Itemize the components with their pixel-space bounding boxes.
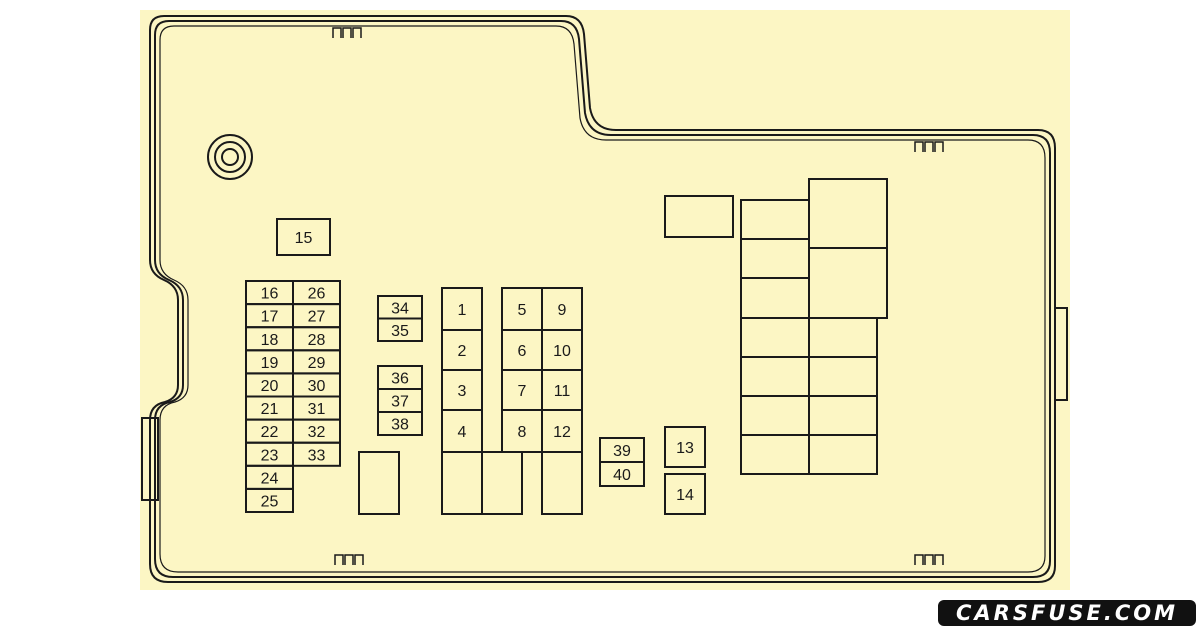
fuse-label: 28 <box>308 332 326 349</box>
fuse-label: 33 <box>308 447 326 464</box>
fuse-label: 4 <box>458 424 467 441</box>
fuse-label: 3 <box>458 383 467 400</box>
fuse-label: 37 <box>391 394 409 411</box>
housing-outline <box>149 15 1056 583</box>
relay-slot <box>664 195 734 238</box>
fuse-label: 12 <box>553 424 571 441</box>
fuse-label: 29 <box>308 355 326 372</box>
latch-clip <box>914 141 944 152</box>
fuse-label: 38 <box>391 417 409 434</box>
fuse-label: 2 <box>458 343 467 360</box>
fuse-label: 15 <box>295 230 313 247</box>
side-latch-left <box>141 417 159 501</box>
fuse-label: 30 <box>308 378 326 395</box>
fuse-label: 23 <box>261 447 279 464</box>
fuse-label: 24 <box>261 470 279 487</box>
mounting-bolt-icon <box>207 134 253 180</box>
fuse-label: 16 <box>261 286 279 303</box>
relay-slot <box>808 434 878 475</box>
relay-slot <box>358 451 400 515</box>
diagram-background <box>140 10 1070 590</box>
fuse-label: 40 <box>613 467 631 484</box>
fuse-25 <box>245 487 294 513</box>
side-latch-right <box>1054 307 1068 401</box>
housing-outline <box>159 25 1046 573</box>
fuse-label: 6 <box>518 343 527 360</box>
fuse-label: 35 <box>391 323 409 340</box>
fuse-38 <box>377 411 423 436</box>
fuse-label: 22 <box>261 424 279 441</box>
fuse-35 <box>377 317 423 342</box>
fuse-label: 26 <box>308 286 326 303</box>
fuse-label: 20 <box>261 378 279 395</box>
mounting-bolt-icon <box>221 148 239 166</box>
fuse-label: 5 <box>518 302 527 319</box>
fuse-13 <box>664 426 706 468</box>
housing-outline <box>154 20 1051 578</box>
fuse-label: 19 <box>261 355 279 372</box>
fuse-label: 8 <box>518 424 527 441</box>
fuse-label: 21 <box>261 401 279 418</box>
fuse-label: 32 <box>308 424 326 441</box>
fuse-label: 14 <box>676 487 694 504</box>
fuse-label: 36 <box>391 371 409 388</box>
fuse-label: 1 <box>458 302 467 319</box>
mounting-bolt-icon <box>214 141 246 173</box>
latch-clip <box>334 554 364 565</box>
relay-slot <box>541 451 583 515</box>
fuse-label: 31 <box>308 401 326 418</box>
fuse-14 <box>664 473 706 515</box>
fuse-label: 7 <box>518 383 527 400</box>
relay-slot <box>481 451 523 515</box>
fuse-label: 13 <box>676 440 694 457</box>
fuse-label: 39 <box>613 443 631 460</box>
fuse-label: 11 <box>554 383 571 400</box>
carsfuse-logo: CARSFUSE.COM <box>938 600 1196 626</box>
latch-clip <box>914 554 944 565</box>
fuse-15 <box>276 218 331 256</box>
fuse-label: 17 <box>261 309 279 326</box>
fuse-label: 34 <box>391 300 409 317</box>
fuse-label: 25 <box>261 493 279 510</box>
fuse-label: 10 <box>553 343 571 360</box>
fuse-label: 18 <box>261 332 279 349</box>
fuse-label: 27 <box>308 309 326 326</box>
fuse-40 <box>599 461 645 487</box>
fuse-label: 9 <box>558 302 567 319</box>
latch-clip <box>332 27 362 38</box>
fuse-33 <box>292 441 341 467</box>
